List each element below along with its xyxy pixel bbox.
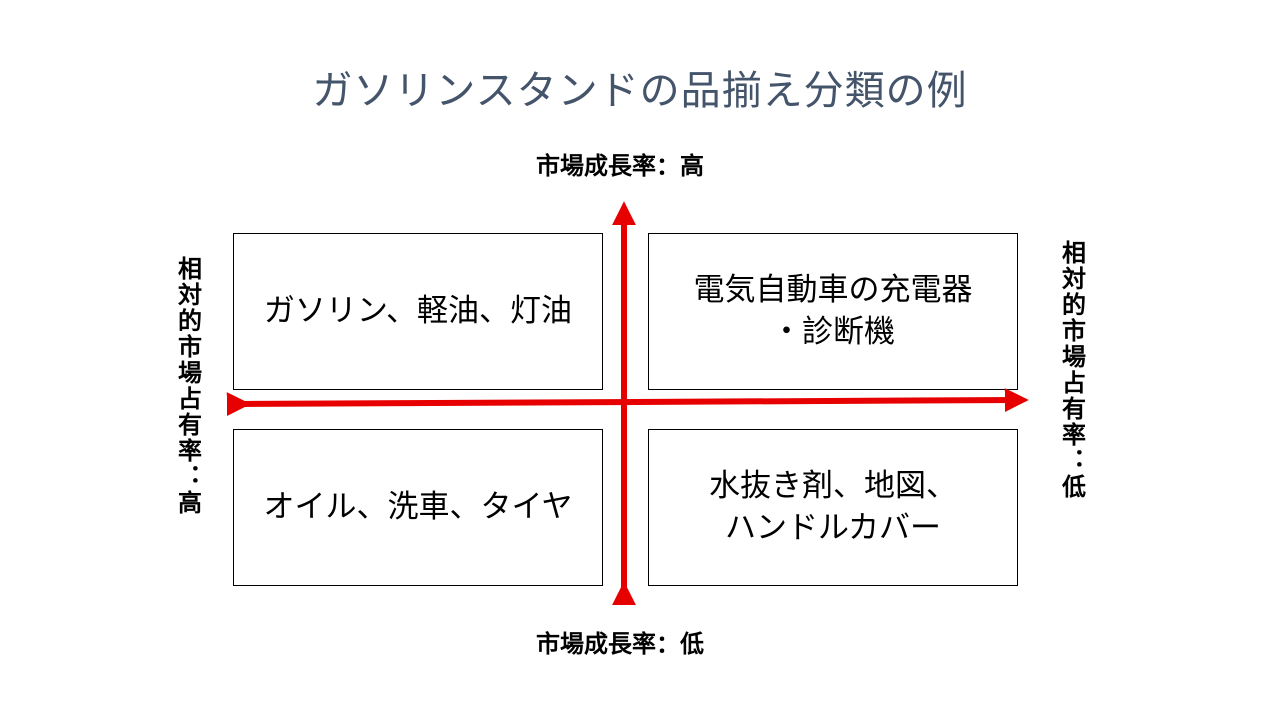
quadrant-top-right: 電気自動車の充電器 ・診断機 [648, 233, 1018, 390]
horizontal-arrow [226, 388, 1029, 417]
axis-label-top: 市場成長率：高 [536, 152, 704, 180]
axis-label-left: 相対的市場占有率：高 [173, 256, 202, 516]
axis-label-right: 相対的市場占有率：低 [1057, 240, 1086, 500]
quadrant-bottom-right: 水抜き剤、地図、 ハンドルカバー [648, 429, 1018, 586]
axis-label-bottom: 市場成長率：低 [536, 630, 704, 658]
quadrant-bottom-right-line2: ハンドルカバー [724, 509, 942, 546]
quadrant-bottom-right-line1: 水抜き剤、地図、 [709, 467, 957, 504]
quadrant-bottom-left-line1: オイル、洗車、タイヤ [263, 488, 573, 525]
quadrant-top-right-line2: ・診断機 [771, 313, 895, 350]
quadrant-bottom-left: オイル、洗車、タイヤ [233, 429, 603, 586]
quadrant-top-left: ガソリン、軽油、灯油 [233, 233, 603, 390]
slide-title: ガソリンスタンドの品揃え分類の例 [312, 68, 968, 114]
quadrant-top-right-line1: 電気自動車の充電器 [693, 271, 973, 308]
quadrant-top-left-line1: ガソリン、軽油、灯油 [263, 292, 573, 329]
